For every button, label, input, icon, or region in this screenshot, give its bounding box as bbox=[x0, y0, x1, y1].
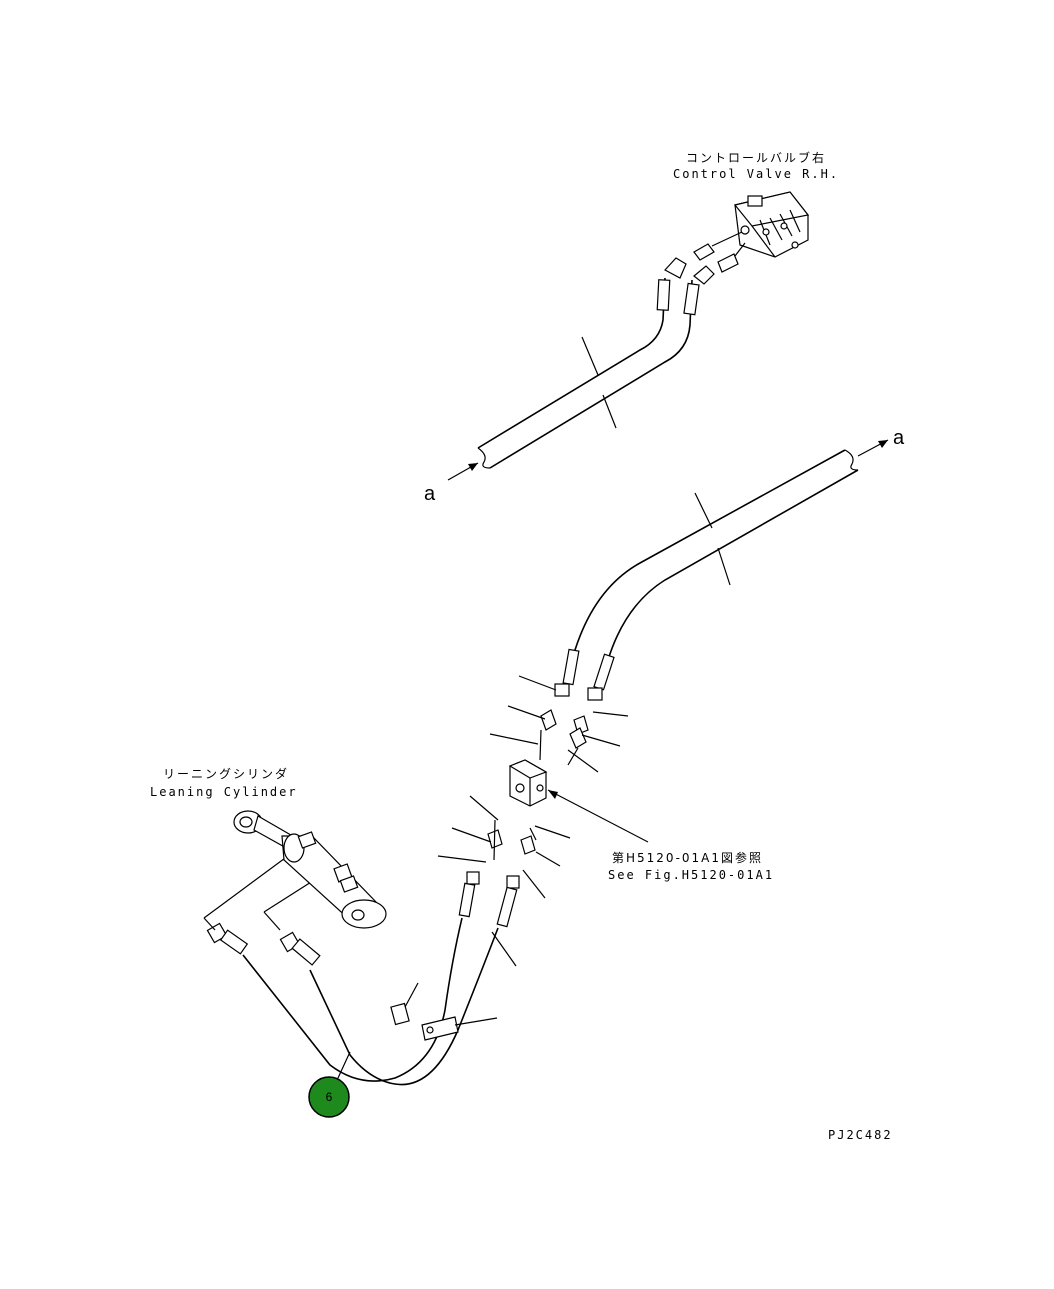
callout-6[interactable]: 6 bbox=[308, 1051, 351, 1118]
reference-a-right: a bbox=[857, 427, 905, 457]
leaning-cylinder bbox=[233, 810, 387, 929]
lower-hose-pair bbox=[242, 917, 517, 1086]
control-valve-label-en: Control Valve R.H. bbox=[673, 167, 839, 181]
control-valve-label-jp: コントロールバルブ右 bbox=[686, 150, 826, 165]
ref-a-left-label: a bbox=[424, 483, 436, 505]
callout-number: 6 bbox=[326, 1090, 333, 1104]
control-valve bbox=[733, 191, 810, 258]
hose-fittings-lower bbox=[437, 795, 571, 928]
see-fig-leader bbox=[547, 789, 649, 843]
main-hose-pair bbox=[571, 449, 859, 671]
see-fig-label-jp: 第H5120-01A1図参照 bbox=[612, 850, 763, 865]
reference-a-left: a bbox=[424, 462, 479, 505]
upper-hose-pair bbox=[477, 277, 700, 469]
hose-fittings-upper bbox=[489, 648, 629, 773]
hose-clamp bbox=[390, 982, 498, 1041]
leaning-cylinder-label-en: Leaning Cylinder bbox=[150, 785, 298, 799]
see-fig-label-en: See Fig.H5120-01A1 bbox=[608, 868, 774, 882]
ref-a-right-label: a bbox=[893, 427, 905, 449]
block-valve bbox=[508, 759, 548, 807]
valve-fittings bbox=[664, 231, 746, 285]
callout-circle[interactable] bbox=[308, 1076, 350, 1118]
leaning-cylinder-label-jp: リーニングシリンダ bbox=[163, 766, 289, 781]
drawing-code: PJ2C482 bbox=[828, 1128, 893, 1142]
